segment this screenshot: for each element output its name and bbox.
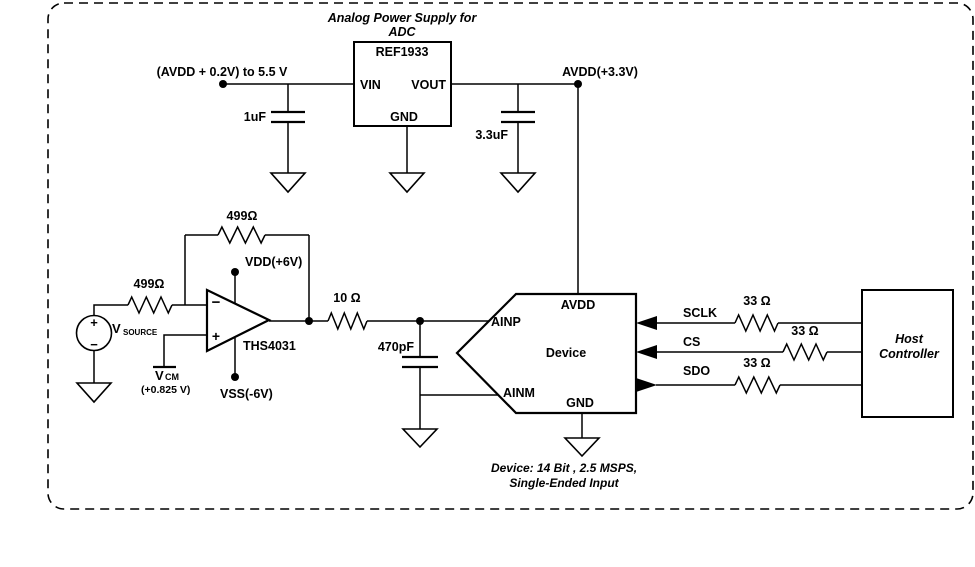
input-range-label: (AVDD + 0.2V) to 5.5 V [157,65,288,79]
opamp-inverting-sign: − [212,294,221,311]
host-controller-section: Host Controller [861,289,954,418]
filter-cap-label: 470pF [378,340,414,354]
device-pin-ainp: AINP [491,315,521,329]
ground-symbol [563,437,601,458]
ground-symbol [75,382,113,404]
arrowhead-left [636,345,657,359]
vdd-label: VDD(+6V) [245,255,302,269]
regulator-pin-vout: VOUT [411,78,446,92]
source-plus-sign: + [90,315,98,330]
signal-lines: SCLK 33 Ω CS 33 Ω SDO 33 Ω [636,294,862,395]
output-cap-label: 3.3uF [475,128,508,142]
device-caption-line2: Single-Ended Input [509,476,619,490]
terminal-dot [231,268,239,276]
device-section: AVDD AINP Device AINM GND Device: 14 Bit… [455,292,638,490]
ground-symbol [388,172,426,194]
vsource-label-sub: SOURCE [123,328,158,337]
resistor-symbol [217,225,266,245]
device-caption-line1: Device: 14 Bit , 2.5 MSPS, [491,461,637,475]
vcm-label: V [155,368,164,383]
vss-label: VSS(-6V) [220,387,273,401]
junction-dot [219,80,227,88]
source-minus-sign: − [90,337,98,352]
signal-label-cs: CS [683,335,700,349]
feedback-resistor-label: 499Ω [227,209,258,223]
terminal-dot [231,373,239,381]
vcm-label-sub: CM [165,372,179,382]
dashed-border [47,2,974,510]
input-cap-label: 1uF [244,110,267,124]
arrowhead-right [636,378,657,392]
device-pin-avdd: AVDD [561,298,596,312]
regulator-pin-gnd: GND [390,110,418,124]
junction-dot [305,317,313,325]
ground-symbol [499,172,537,194]
signal-label-sclk: SCLK [683,306,717,320]
regulator-name: REF1933 [376,45,429,59]
host-name-line1: Host [895,332,924,346]
opamp-symbol [205,288,272,353]
opamp-noninverting-sign: + [212,328,220,344]
resistor-symbol [782,342,828,362]
resistor-symbol [734,313,779,333]
signal-resistor-cs: 33 Ω [791,324,818,338]
vcm-value-label: (+0.825 V) [141,384,190,396]
host-name-line2: Controller [879,347,940,361]
ground-symbol [401,428,439,449]
device-pin-ainm: AINM [503,386,535,400]
power-supply-section: Analog Power Supply for ADC REF1933 VIN … [157,11,638,294]
device-name: Device [546,346,586,360]
section-title-line1: Analog Power Supply for [327,11,478,25]
section-title-line2: ADC [387,25,416,39]
resistor-symbol [127,295,173,315]
wire [163,334,207,367]
ground-symbol [269,172,307,194]
input-resistor-label: 499Ω [134,277,165,291]
device-pin-gnd: GND [566,396,594,410]
signal-resistor-sdo: 33 Ω [743,356,770,370]
signal-label-sdo: SDO [683,364,710,378]
device-outline [455,292,638,415]
resistor-symbol [327,311,368,332]
regulator-pin-vin: VIN [360,78,381,92]
avdd-output-label: AVDD(+3.3V) [562,65,638,79]
vsource-label: V [112,321,121,336]
wire [93,304,128,316]
host-controller-box [861,289,954,418]
output-resistor-label: 10 Ω [333,291,360,305]
signal-resistor-sclk: 33 Ω [743,294,770,308]
arrowhead-left [636,316,657,330]
regulator-box [353,41,452,127]
opamp-part-label: THS4031 [243,339,296,353]
resistor-symbol [734,375,781,395]
amplifier-section: + − V SOURCE 499Ω 499Ω − + THS4031 VDD(+… [75,209,498,449]
